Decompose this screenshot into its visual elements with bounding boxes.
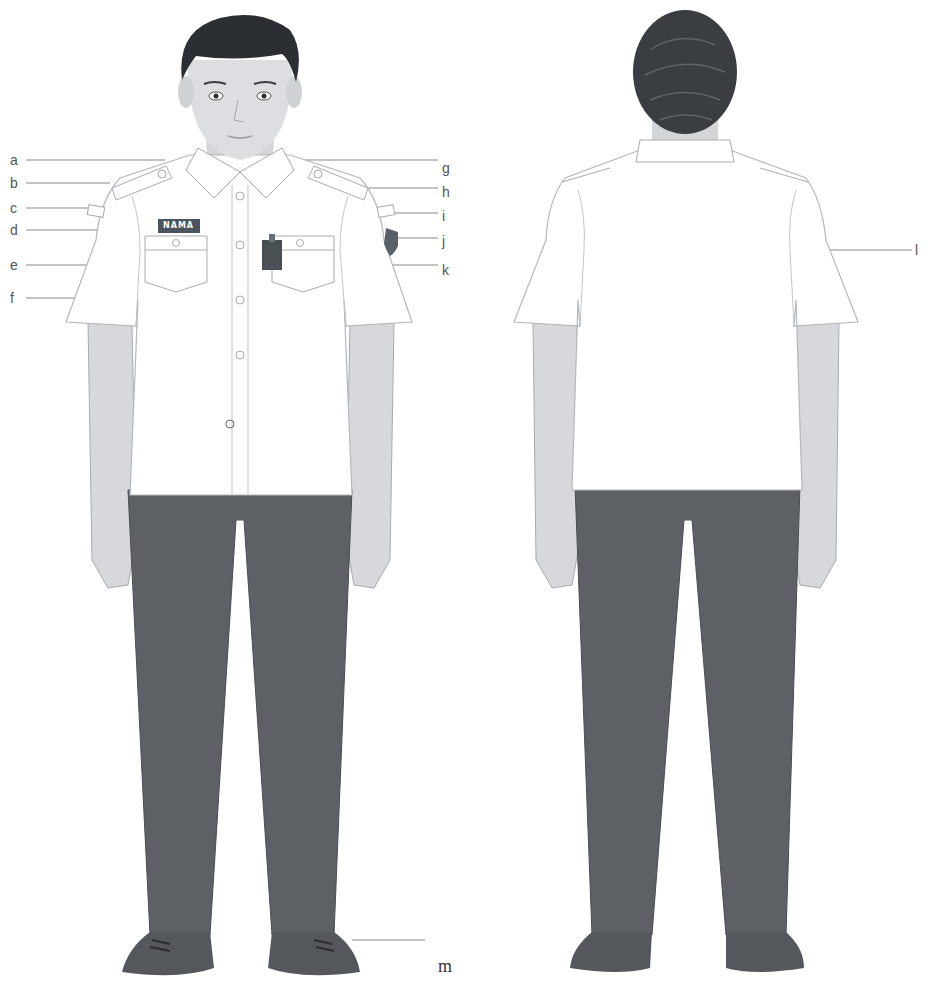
callout-letter: g xyxy=(442,160,450,176)
name-tag: NAMA xyxy=(158,219,200,233)
callout-letter: l xyxy=(915,242,918,258)
callout-letter: k xyxy=(442,262,449,278)
callout-letter: i xyxy=(442,208,445,224)
back-figure xyxy=(514,10,858,972)
callout-letter: m xyxy=(438,958,452,974)
callout-letter: j xyxy=(442,233,445,249)
front-figure xyxy=(66,15,412,975)
callout-letter: f xyxy=(10,290,14,306)
callout-letter: b xyxy=(10,175,18,191)
callout-letter: d xyxy=(10,222,18,238)
callout-letter: e xyxy=(10,257,18,273)
name-text: NAMA xyxy=(163,221,195,231)
callout-letter: h xyxy=(442,184,450,200)
callout-letter: a xyxy=(10,152,18,168)
callout-letter: c xyxy=(10,200,17,216)
